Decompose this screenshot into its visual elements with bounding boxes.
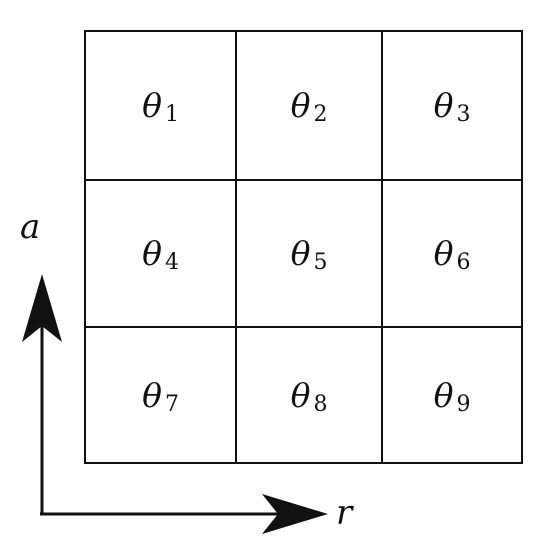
cell-symbol: θ	[433, 375, 454, 415]
vertical-axis-label: a	[20, 207, 41, 247]
cell-symbol: θ	[433, 86, 454, 125]
cell-symbol: θ	[142, 234, 162, 273]
cell-subscript: 9	[456, 391, 471, 417]
cell-symbol: θ	[290, 234, 311, 273]
horizontal-axis-arrowhead	[262, 494, 328, 534]
cell-symbol: θ	[433, 234, 454, 273]
cell-symbol: θ	[142, 375, 162, 415]
cell-subscript: 1	[164, 102, 179, 127]
cell-subscript: 8	[313, 391, 328, 417]
cell-symbol: θ	[290, 86, 311, 125]
cell-symbol: θ	[290, 375, 311, 415]
cell-subscript: 4	[164, 250, 179, 275]
cell-subscript: 3	[456, 102, 471, 127]
horizontal-axis-label: r	[336, 493, 353, 533]
cell-subscript: 7	[164, 391, 179, 417]
cell-symbol: θ	[142, 86, 162, 125]
cell-subscript: 6	[456, 250, 471, 275]
cell-subscript: 5	[313, 250, 328, 275]
cell-subscript: 2	[313, 102, 328, 127]
vertical-axis-arrowhead	[22, 274, 62, 342]
